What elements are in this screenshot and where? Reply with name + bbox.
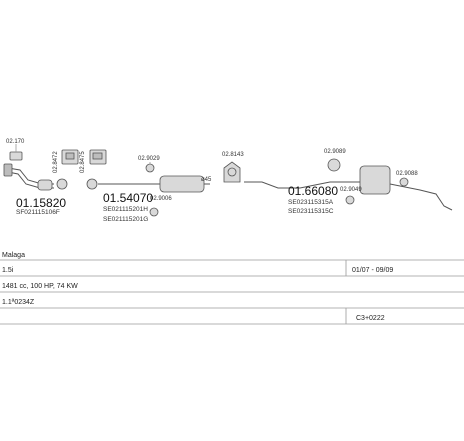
part-ref-02-8472: 02.8472 bbox=[53, 151, 59, 173]
engine-size: 1.5i bbox=[2, 267, 14, 274]
part-ref-02-8475: 02.8475 bbox=[80, 151, 86, 173]
gasket-02-170 bbox=[9, 144, 23, 161]
part-ref-02-8143: 02.8143 bbox=[222, 152, 244, 158]
production-date-range: 01/07 - 09/09 bbox=[352, 267, 393, 274]
clamp-kit-02-8475 bbox=[89, 149, 107, 165]
type-code: 1.1ª0234Z bbox=[2, 299, 35, 306]
flex-joint bbox=[37, 179, 53, 191]
part-ref-02-9006: 02.9006 bbox=[150, 196, 172, 202]
part-ref-02-9089: 02.9089 bbox=[324, 149, 346, 155]
clamp-kit-02-8472 bbox=[61, 149, 79, 165]
part-code-01-15820: 01.15820 bbox=[16, 196, 66, 210]
part-ref-02-9029: 02.9029 bbox=[138, 156, 160, 162]
part-ref-02-170: 02.170 bbox=[6, 139, 25, 145]
hanger-02-9006 bbox=[149, 207, 159, 217]
centre-silencer-body bbox=[159, 175, 205, 193]
hanger-02-9049 bbox=[345, 195, 355, 205]
hanger-02-9088 bbox=[399, 177, 409, 187]
part-oe-se021115201h: SE021115201H bbox=[103, 206, 148, 213]
vehicle-info-table bbox=[0, 259, 464, 325]
part-oe-se023115315a: SE023115315A bbox=[288, 199, 334, 206]
centre-silencer bbox=[98, 175, 210, 193]
part-ref-02-9088: 02.9088 bbox=[396, 171, 418, 177]
hanger-02-9029 bbox=[145, 162, 155, 173]
part-ref-diameter-45: ø45 bbox=[201, 177, 212, 183]
part-oe-se023115315c: SE023115315C bbox=[288, 208, 334, 215]
rear-silencer-body bbox=[359, 165, 391, 195]
part-code-01-66080: 01.66080 bbox=[288, 184, 338, 198]
part-oe-se021115201g: SE021115201G bbox=[103, 216, 148, 223]
gasket-ring-front bbox=[56, 178, 98, 190]
hanger-02-9089 bbox=[327, 158, 341, 172]
rear-pipe bbox=[244, 181, 364, 189]
front-downpipe bbox=[3, 163, 54, 191]
catalog-number: C3+0222 bbox=[356, 315, 385, 322]
clamp-02-8143 bbox=[223, 161, 241, 183]
part-code-01-54070: 01.54070 bbox=[103, 191, 153, 205]
part-oe-sf021115106f: SF021115106F bbox=[16, 209, 60, 216]
vehicle-model: Malaga bbox=[2, 252, 25, 259]
rear-silencer bbox=[359, 165, 453, 211]
manifold-flange bbox=[3, 163, 13, 177]
part-ref-02-9049: 02.9049 bbox=[340, 187, 362, 193]
engine-spec: 1481 cc, 100 HP, 74 KW bbox=[2, 283, 78, 290]
